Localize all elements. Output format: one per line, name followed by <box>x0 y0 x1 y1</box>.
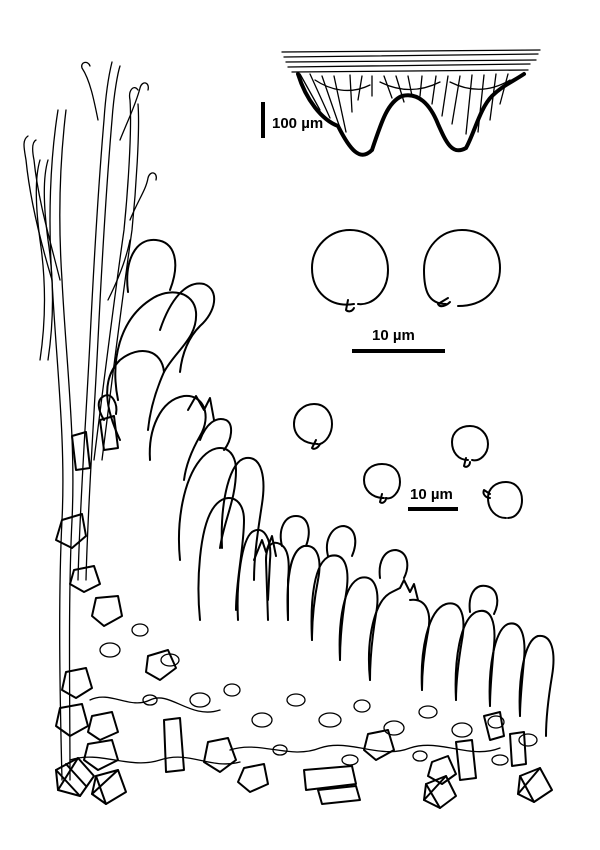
subhymenium-granules <box>69 623 538 766</box>
cheilocystidia <box>97 238 232 481</box>
hymenophore-section <box>281 49 541 157</box>
spores-small <box>293 403 523 519</box>
spore-small <box>293 403 333 450</box>
octahedral-crystals <box>55 757 553 809</box>
scale-bar-spores-large-label: 10 µm <box>372 327 415 344</box>
scale-bar-spores-large: 10 µm <box>352 327 445 353</box>
spore-small <box>363 463 401 504</box>
scale-bar-habit: 100 µm <box>261 102 323 138</box>
hymenium-outline <box>296 72 526 157</box>
spore-large <box>423 229 501 308</box>
spores-large <box>311 229 501 313</box>
scale-bar-spores-small: 10 µm <box>408 486 458 511</box>
spore-small <box>451 425 489 468</box>
spore-large <box>311 229 389 313</box>
scale-bar-habit-label: 100 µm <box>272 115 323 132</box>
scale-bar-spores-small-label: 10 µm <box>410 486 453 503</box>
basidia <box>177 447 555 737</box>
crystals <box>55 415 527 805</box>
spore-small <box>482 481 523 519</box>
hyphae <box>23 61 157 781</box>
